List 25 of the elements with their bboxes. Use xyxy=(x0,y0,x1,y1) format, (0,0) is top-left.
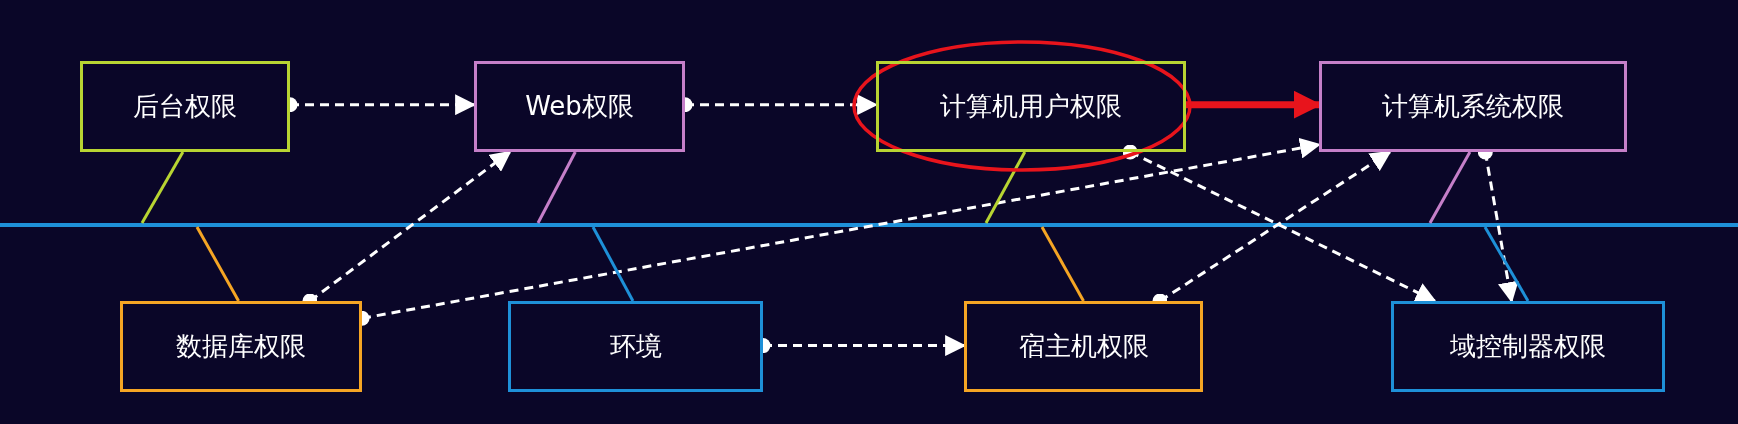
bone-line xyxy=(1428,151,1472,224)
bone-line xyxy=(536,151,577,224)
permission-box xyxy=(120,301,362,392)
node-label: 计算机系统权限 xyxy=(1382,90,1564,123)
permission-box xyxy=(474,61,685,152)
node-label: 后台权限 xyxy=(133,90,237,123)
bone-line xyxy=(984,151,1027,224)
permission-box xyxy=(1319,61,1627,152)
node-label: 计算机用户权限 xyxy=(940,90,1122,123)
node-label: 环境 xyxy=(609,330,662,363)
node-label: 数据库权限 xyxy=(176,330,306,363)
bone-line xyxy=(1040,226,1085,302)
arrow xyxy=(1122,144,1437,303)
node-label: Web权限 xyxy=(525,90,634,123)
bone-line xyxy=(1483,226,1530,302)
permission-box xyxy=(508,301,763,392)
permission-box xyxy=(1391,301,1665,392)
permission-box xyxy=(964,301,1203,392)
node-label: 宿主机权限 xyxy=(1018,330,1149,363)
bone-line xyxy=(195,226,240,302)
bone-line xyxy=(140,151,185,224)
permission-box xyxy=(876,61,1186,152)
node-label: 域控制器权限 xyxy=(1450,330,1606,363)
permission-box xyxy=(80,61,290,152)
bone-line xyxy=(591,226,635,302)
